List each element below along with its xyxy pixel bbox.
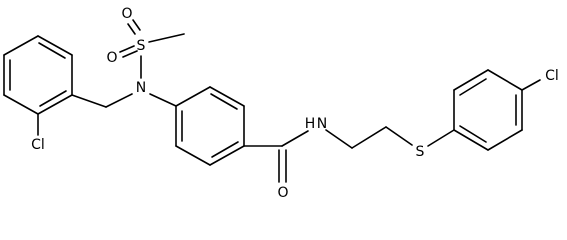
bond	[385, 126, 413, 146]
atom-s-sulfonyl: S	[137, 38, 146, 54]
atom-s-thioether: S	[416, 144, 425, 160]
atom-o-sulfonyl-left: O	[106, 50, 117, 66]
atom-o-sulfonyl-top: O	[121, 6, 132, 22]
bond-double	[38, 42, 66, 59]
atom-o-carbonyl: O	[277, 185, 288, 201]
atom-n-amide: N	[317, 116, 327, 132]
bond-double	[459, 125, 487, 143]
bond	[281, 130, 309, 147]
atom-labels: Cl O S O N O H N S Cl	[31, 6, 559, 201]
bond	[209, 86, 245, 107]
bond	[3, 94, 39, 115]
atom-cl-left: Cl	[31, 137, 45, 153]
structure-diagram: Cl O S O N O H N S Cl	[3, 6, 559, 201]
atom-h-amide: H	[305, 116, 316, 132]
bond	[3, 35, 39, 56]
bond	[175, 86, 211, 107]
bond	[487, 129, 523, 151]
bond	[37, 35, 73, 56]
bond	[132, 19, 141, 31]
bond	[105, 93, 133, 108]
bonds	[3, 19, 541, 183]
bond	[71, 94, 107, 108]
molecule-canvas: Cl O S O N O H N S Cl	[3, 6, 559, 201]
bond-double	[211, 141, 239, 158]
bond	[127, 23, 136, 35]
bond	[175, 145, 211, 166]
atom-cl-right: Cl	[545, 68, 559, 84]
bond	[453, 129, 489, 151]
bond	[119, 45, 135, 53]
bond-double	[39, 90, 67, 107]
bond	[453, 69, 489, 91]
bond-double	[210, 93, 238, 110]
bond	[325, 129, 353, 149]
bond	[209, 145, 245, 166]
atom-n-sulfonamide: N	[136, 80, 146, 96]
bond	[427, 129, 455, 147]
bond	[521, 79, 541, 91]
bond-double	[459, 78, 487, 96]
bond	[37, 94, 73, 115]
bond	[487, 69, 523, 91]
bond	[351, 126, 387, 149]
bond	[149, 93, 177, 107]
bond	[148, 33, 185, 43]
bond	[122, 50, 138, 58]
